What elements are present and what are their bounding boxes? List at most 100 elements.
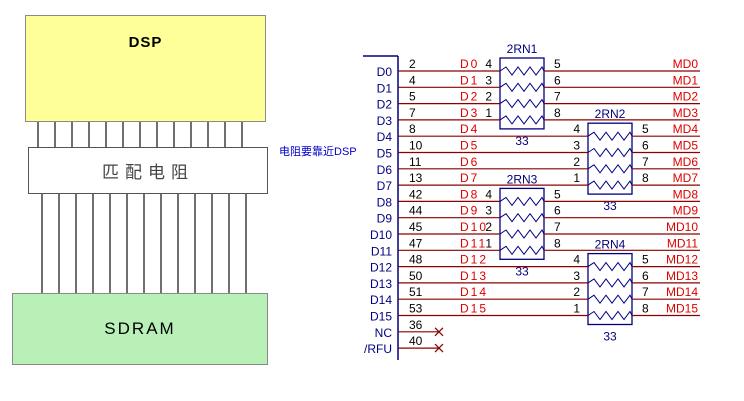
resistor-network-name: 2RN4	[595, 238, 626, 252]
resistor-pin-number: 3	[573, 269, 580, 283]
resistor-element	[587, 131, 633, 142]
net-label: D10	[460, 220, 488, 234]
resistor-element	[587, 163, 633, 174]
bus-pin-label: D13	[370, 277, 392, 291]
resistor-element	[499, 245, 545, 256]
resistor-element	[499, 114, 545, 125]
bus-pin-label: D10	[370, 228, 392, 242]
bus-pin-number: 50	[409, 269, 423, 283]
bus-pin-label: D7	[377, 179, 393, 193]
resistor-network-name: 2RN2	[595, 107, 626, 121]
resistor-network-body	[499, 57, 545, 130]
resistor-pin-number: 8	[554, 236, 561, 250]
resistor-element	[499, 98, 545, 109]
resistor-pin-number: 2	[573, 285, 580, 299]
net-label: D2	[460, 90, 479, 104]
resistor-network-name: 2RN3	[507, 172, 538, 186]
net-label: D11	[460, 236, 487, 250]
net-label: D9	[460, 204, 479, 218]
resistor-pin-number: 6	[642, 139, 649, 153]
resistor-network-body	[587, 252, 633, 326]
no-connect-mark	[434, 327, 444, 337]
net-label: D15	[460, 302, 488, 316]
resistor-pin-number: 4	[485, 187, 492, 201]
resistor-element	[587, 277, 633, 288]
resistor-network-value: 33	[515, 134, 529, 148]
bus-pin-number: 45	[409, 220, 423, 234]
resistor-network-body	[587, 122, 633, 195]
bus-pin-label: D1	[377, 81, 393, 95]
md-net-label: MD10	[666, 220, 698, 234]
resistor-pin-number: 8	[554, 106, 561, 120]
matching-resistor-block: 匹配电阻	[28, 147, 268, 194]
md-net-label: MD11	[667, 236, 698, 250]
md-net-label: MD0	[673, 57, 699, 71]
md-net-label: MD14	[666, 285, 698, 299]
net-label: D7	[460, 171, 479, 185]
resistor-pin-number: 6	[554, 204, 561, 218]
net-label: D13	[460, 269, 488, 283]
md-net-label: MD8	[673, 187, 699, 201]
bus-pin-label: D5	[377, 147, 393, 161]
bus-pin-number: 4	[409, 73, 416, 87]
bus-pin-number: 10	[409, 139, 423, 153]
bus-pin-number: 36	[409, 318, 423, 332]
dsp-block: DSP	[25, 15, 266, 122]
resistor-pin-number: 8	[642, 302, 649, 316]
resistor-element	[587, 180, 633, 190]
bus-pin-label: D3	[377, 114, 393, 128]
bus-pin-number: 7	[409, 106, 416, 120]
resistor-pin-number: 3	[485, 73, 492, 87]
md-net-label: MD7	[673, 171, 699, 185]
resistor-element	[499, 229, 545, 239]
resistor-pin-number: 4	[573, 253, 580, 267]
resistor-pin-number: 1	[485, 236, 492, 250]
bus-pin-label: NC	[375, 326, 393, 340]
net-label: D14	[460, 285, 488, 299]
resistor-pin-number: 3	[485, 204, 492, 218]
matching-resistor-label: 匹配电阻	[102, 163, 194, 183]
bus-pin-number: 51	[409, 285, 423, 299]
bus-pin-number: 11	[409, 155, 422, 169]
md-net-label: MD6	[673, 155, 699, 169]
md-net-label: MD15	[666, 302, 698, 316]
md-net-label: MD13	[666, 269, 698, 283]
resistor-element	[587, 294, 633, 305]
resistor-pin-number: 8	[642, 171, 649, 185]
resistor-pin-number: 6	[554, 73, 561, 87]
md-net-label: MD5	[673, 139, 699, 153]
resistor-pin-number: 7	[554, 90, 561, 104]
net-label: D8	[460, 187, 479, 201]
resistor-network-name: 2RN1	[507, 42, 538, 56]
resistor-pin-number: 3	[573, 139, 580, 153]
net-label: D6	[460, 155, 479, 169]
bus-pin-label: D14	[370, 293, 392, 307]
md-net-label: MD3	[673, 106, 699, 120]
bus-pin-label: D9	[377, 212, 393, 226]
md-net-label: MD2	[673, 90, 699, 104]
resistor-pin-number: 7	[554, 220, 561, 234]
bus-pin-number: 44	[409, 204, 423, 218]
resistor-network-value: 33	[515, 264, 529, 278]
resistor-pin-number: 7	[642, 155, 649, 169]
bus-pin-number: 8	[409, 122, 416, 136]
resistor-pin-number: 6	[642, 269, 649, 283]
resistor-element	[499, 82, 545, 93]
bus-pin-number: 40	[409, 334, 423, 348]
bus-pin-label: D15	[370, 310, 392, 324]
resistor-element	[499, 66, 545, 76]
bus-pin-label: D11	[371, 244, 392, 258]
placement-note: 电阻要靠近DSP	[279, 146, 357, 158]
resistor-pin-number: 1	[573, 171, 580, 185]
resistor-network-body	[499, 187, 545, 260]
resistor-element	[499, 212, 545, 223]
sdram-block: SDRAM	[12, 293, 268, 365]
md-net-label: MD1	[673, 73, 699, 87]
bus-pin-number: 13	[409, 171, 423, 185]
bus-pin-label: D4	[377, 130, 393, 144]
dsp-label: DSP	[128, 34, 163, 51]
bus-pin-number: 42	[409, 187, 423, 201]
net-label: D5	[460, 139, 479, 153]
bus-pin-number: 2	[409, 57, 416, 71]
